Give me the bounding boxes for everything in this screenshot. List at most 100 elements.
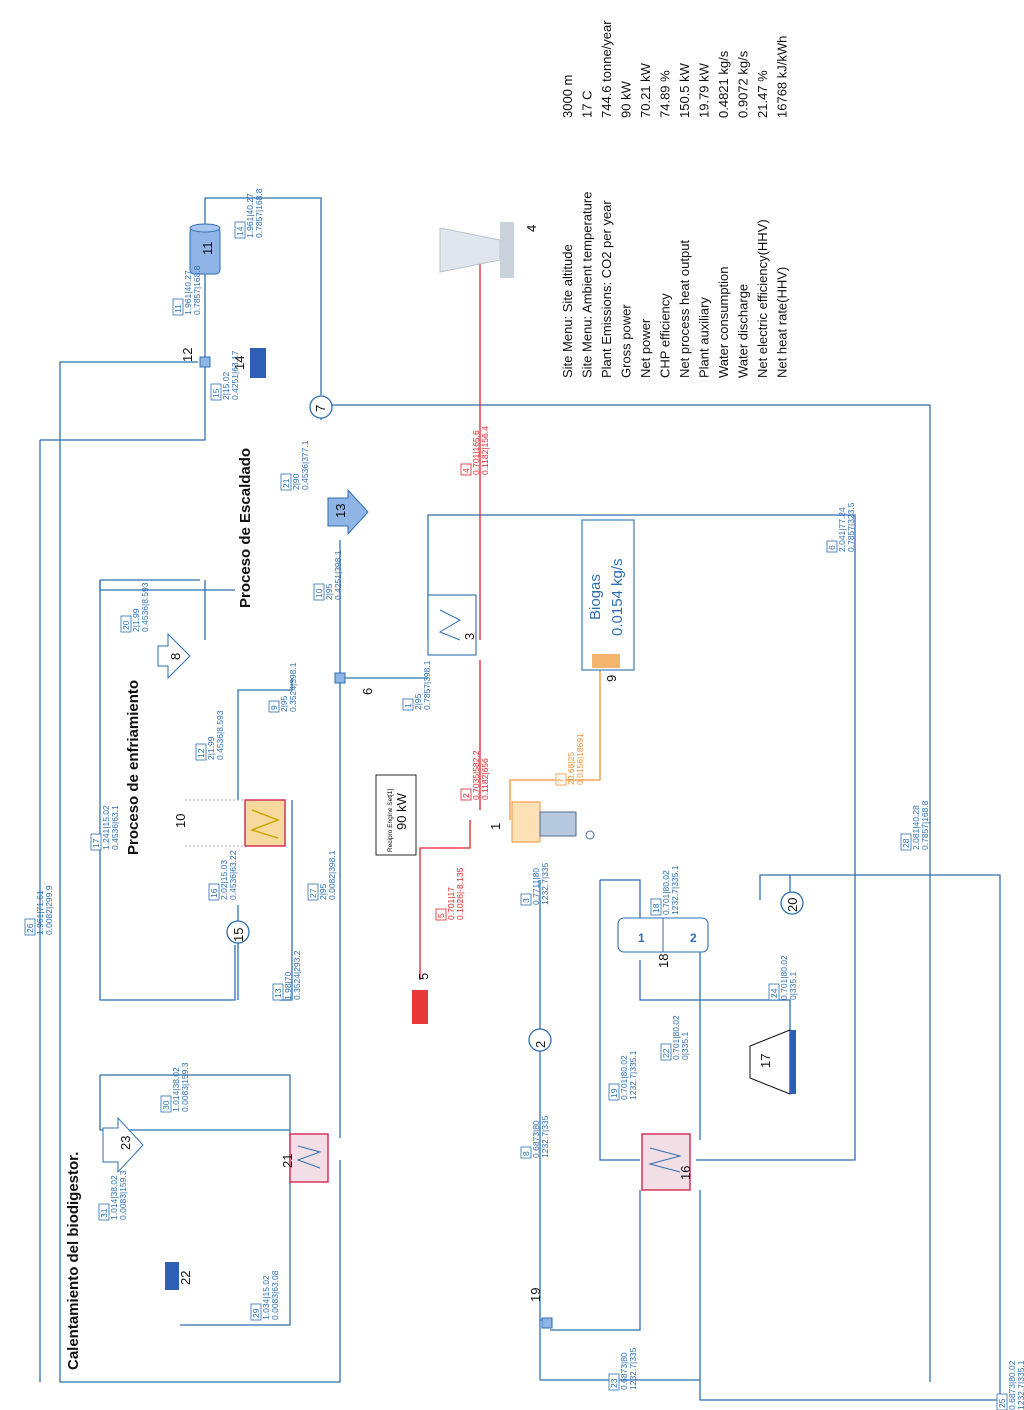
title-escaldado: Proceso de Escaldado xyxy=(237,448,254,608)
stream-values-b: 0.4536|63.22 xyxy=(228,850,238,900)
stream-id-box xyxy=(460,788,472,801)
summary-value: 74.89 % xyxy=(658,70,673,118)
stream-values-a: 0.701|80.02 xyxy=(671,1015,681,1060)
stream-values-b: 0.0082|398.1 xyxy=(327,850,337,900)
pipe-stream-23 xyxy=(550,1190,641,1331)
sink-8[interactable]: 8 xyxy=(157,632,191,680)
stream-values-b: 0.0083|159.3 xyxy=(118,1170,128,1220)
stream-values-b: 0.4251|63.17 xyxy=(230,350,240,400)
sink-23[interactable]: 23 xyxy=(102,1116,144,1174)
heat-exchanger-21[interactable]: 21 xyxy=(280,1133,329,1183)
stream-values-b: 0.4251|398.1 xyxy=(333,550,343,600)
heat-exchanger-18[interactable]: 1 2 18 xyxy=(617,917,709,968)
pipe-cooling-tower xyxy=(639,960,791,1040)
pipe-stream-18 xyxy=(600,879,641,920)
splitter-6[interactable]: 6 xyxy=(334,672,375,695)
pipe-outer-left xyxy=(59,361,341,1383)
hx18-side2: 2 xyxy=(690,931,697,945)
stream-id-box xyxy=(996,1393,1008,1410)
summary-label: Net heat rate(HHV) xyxy=(775,267,790,378)
tank-11[interactable]: 11 xyxy=(189,223,221,275)
stream-id-box xyxy=(24,918,36,936)
biogas-label: Biogas xyxy=(587,574,604,620)
heat-exchanger-16[interactable]: 16 xyxy=(641,1133,693,1191)
stream-values-a: 1.014|38.02 xyxy=(109,1175,119,1220)
source-5[interactable]: 5 xyxy=(412,973,431,1024)
engine-1[interactable]: 1 xyxy=(488,801,595,843)
stream-values-b: 1232.7|335 xyxy=(628,1347,638,1390)
unit-17-label: 17 xyxy=(758,1054,773,1068)
summary-value: 16768 kJ/kWh xyxy=(775,36,790,118)
pump-2[interactable]: 2 xyxy=(528,1028,552,1052)
stream-id: 19 xyxy=(609,1088,619,1098)
pipe-pump20 xyxy=(759,874,1001,1400)
stream-values-b: 1232.7|335.1 xyxy=(628,1050,638,1100)
source-14[interactable]: 14 xyxy=(232,348,266,378)
stream-id-box xyxy=(307,883,319,901)
heat-exchanger-10[interactable]: 10 xyxy=(173,799,286,847)
stream-id: 12 xyxy=(196,748,206,758)
sink-13[interactable]: 13 xyxy=(327,488,369,536)
stream-id-box xyxy=(272,983,284,1001)
stream-id-box xyxy=(160,1095,172,1113)
stream-id-box xyxy=(555,773,567,786)
stack-4[interactable]: 4 xyxy=(439,222,539,278)
unit-7-label: 7 xyxy=(313,405,328,412)
stream-id: 22 xyxy=(661,1048,671,1058)
pump-20[interactable]: 20 xyxy=(780,891,804,915)
stream-values-b: 0.3524|398.1 xyxy=(288,662,298,712)
summary-label: Gross power xyxy=(619,304,634,378)
summary-value: 3000 m xyxy=(560,75,575,118)
splitter-12[interactable]: 12 xyxy=(180,348,211,368)
source-22[interactable]: 22 xyxy=(165,1262,193,1290)
pump-15[interactable]: 15 xyxy=(226,920,250,944)
stream-values-a: 0.701|17 xyxy=(446,887,456,920)
pipe-hx3-top xyxy=(427,514,856,1161)
unit-10-label: 10 xyxy=(173,814,188,828)
fuel-pipes xyxy=(509,670,601,820)
stream-id: 15 xyxy=(211,388,221,398)
summary-row: Net heat rate(HHV) 16768 kJ/kWh xyxy=(775,36,790,378)
stream-id: 1 xyxy=(403,703,413,708)
splitter-19[interactable]: 19 xyxy=(528,1288,553,1329)
stream-values-a: 1.961|71.61 xyxy=(35,890,45,935)
stream-values-a: 20.68|25 xyxy=(566,752,576,785)
stream-id-box xyxy=(280,473,292,491)
stream-id: 13 xyxy=(273,988,283,998)
stream-id: 17 xyxy=(91,838,101,848)
stream-id-box xyxy=(98,1203,110,1221)
cooling-tower-17[interactable]: 17 xyxy=(749,1029,796,1095)
stream-values-b: 0.4536|8.593 xyxy=(140,582,150,632)
stream-id: 18 xyxy=(651,903,661,913)
stream-id: 16 xyxy=(209,888,219,898)
heat-exchanger-3[interactable]: 3 xyxy=(427,594,477,656)
unit-9-label: 9 xyxy=(604,675,619,682)
unit-16-label: 16 xyxy=(678,1166,693,1180)
stream-id-box xyxy=(460,463,472,476)
unit-5-label: 5 xyxy=(416,973,431,980)
stream-values-b: 0.0082|299.9 xyxy=(44,885,54,935)
stream-values-a: 1.241|15.02 xyxy=(101,805,111,850)
stream-id: 20 xyxy=(121,620,131,630)
stream-id-box xyxy=(195,743,207,761)
stream-id: 21 xyxy=(281,478,291,488)
unit-3-label: 3 xyxy=(462,633,477,640)
stream-values-b: 0.0156|18691 xyxy=(575,733,585,785)
unit-19-label: 19 xyxy=(528,1288,543,1302)
pump-7[interactable]: 7 xyxy=(309,395,333,419)
stream-id-box xyxy=(660,1043,672,1061)
stream-id-box xyxy=(520,893,532,906)
summary-value: 70.21 kW xyxy=(638,62,653,118)
pipe-hx10-b xyxy=(280,800,293,1001)
